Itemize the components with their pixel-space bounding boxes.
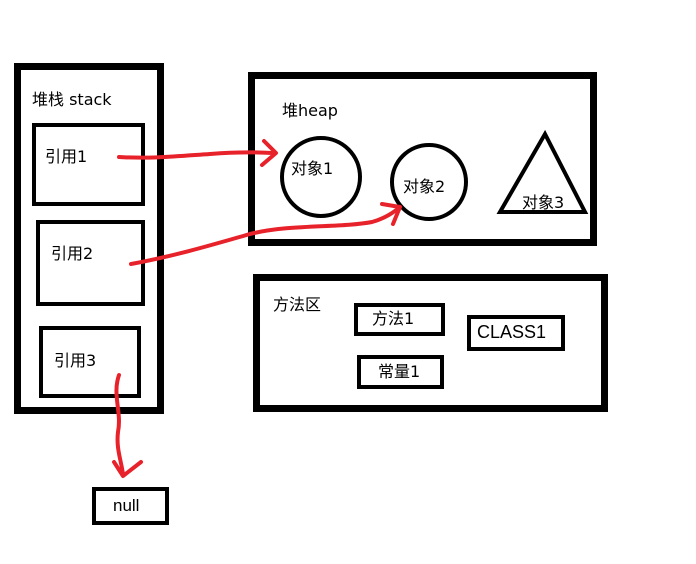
object-1-label: 对象1: [291, 159, 333, 178]
method-item-1: [354, 303, 445, 336]
stack-ref-1-label: 引用1: [45, 147, 88, 166]
object-1-circle: [280, 136, 362, 218]
null-box: [92, 487, 169, 525]
constant-item-1: [357, 355, 444, 389]
stack-ref-1: [32, 123, 145, 206]
object-3-label: 对象3: [522, 193, 564, 212]
stack-ref-3: [39, 326, 141, 398]
class-item-1-label: CLASS1: [477, 322, 547, 342]
stack-region: [14, 63, 164, 414]
arrow-ref3-to-null: [114, 373, 125, 476]
null-label: null: [113, 496, 140, 515]
arrow-ref3-head: [112, 460, 143, 478]
method-area-region: [253, 274, 608, 412]
class-item-1: [467, 315, 565, 351]
arrow-ref1-to-object1: [117, 150, 274, 160]
stack-ref-3-label: 引用3: [54, 351, 97, 370]
constant-item-1-label: 常量1: [378, 362, 421, 381]
object-3-triangle: [496, 129, 589, 214]
heap-region: [248, 72, 597, 246]
method-area-title: 方法区: [273, 295, 322, 314]
method-item-1-label: 方法1: [372, 309, 415, 328]
arrow-ref1-head: [260, 139, 278, 167]
arrow-ref2-head: [380, 202, 402, 226]
object-2-circle: [390, 143, 468, 221]
stack-ref-2-label: 引用2: [51, 244, 94, 263]
object-2-label: 对象2: [403, 177, 445, 196]
heap-title: 堆heap: [282, 101, 338, 120]
arrow-ref2-to-object2: [129, 205, 402, 266]
stack-title: 堆栈 stack: [32, 90, 112, 109]
